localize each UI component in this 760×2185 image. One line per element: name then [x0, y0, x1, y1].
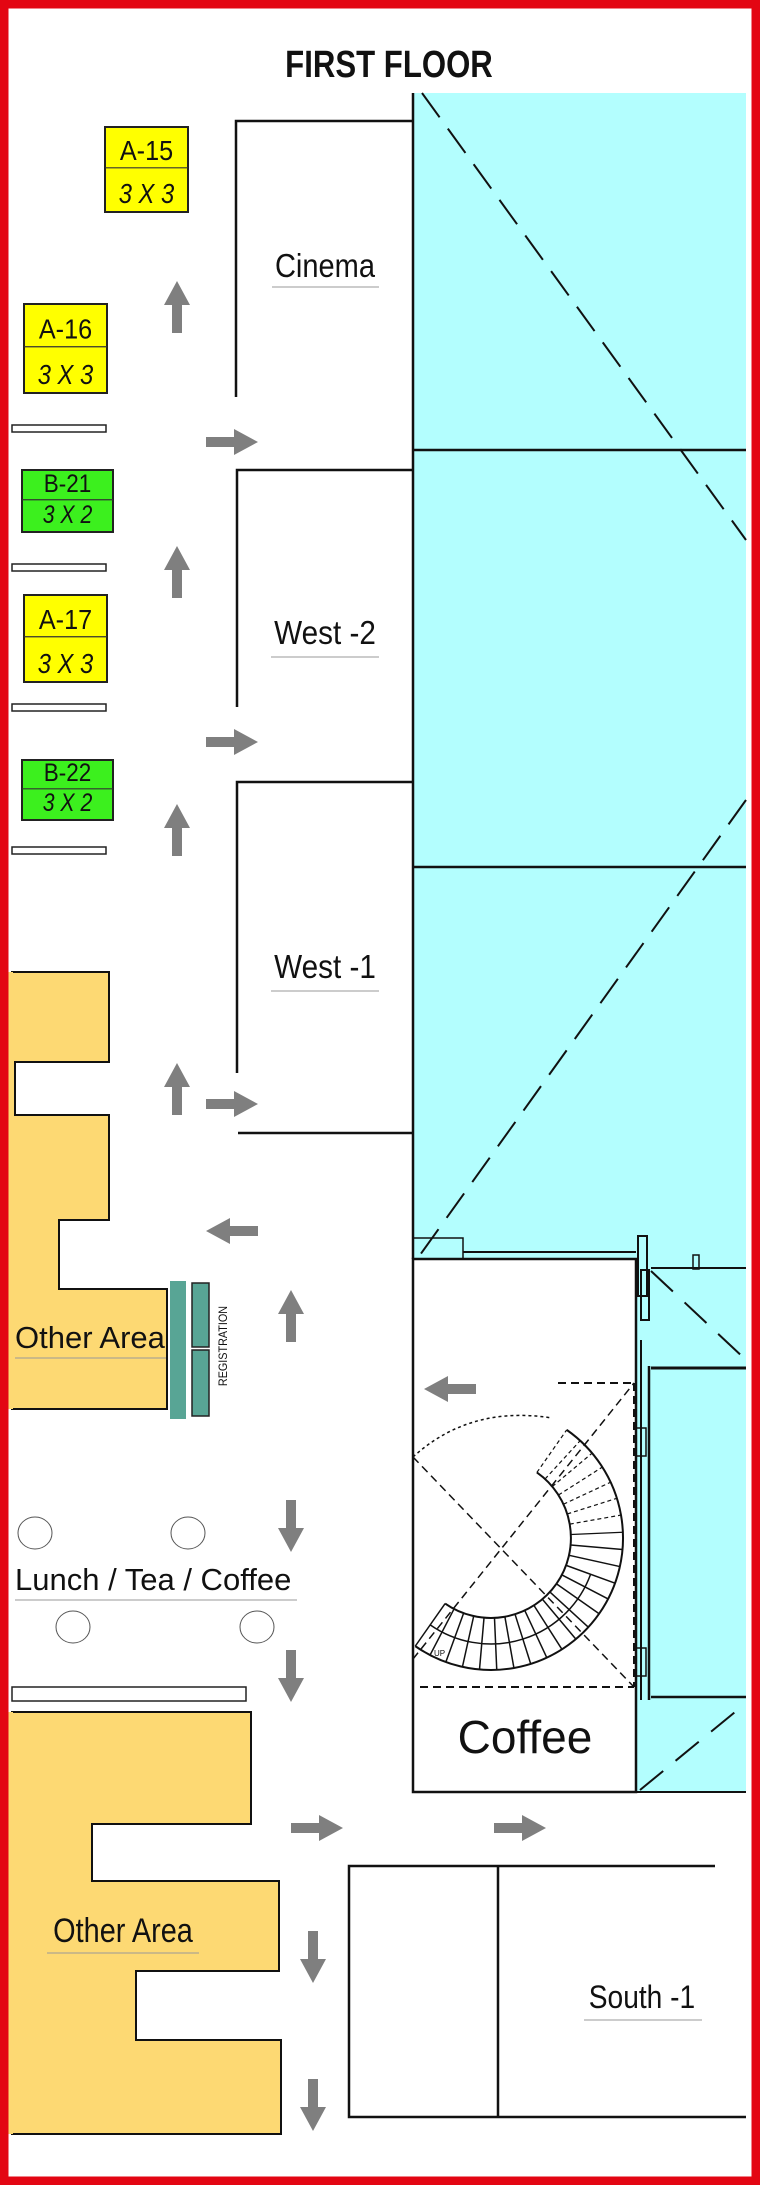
- booth-size: 3 X 3: [119, 177, 175, 209]
- atrium-area-lower: [636, 1259, 746, 1792]
- registration-label: REGISTRATION: [218, 1306, 231, 1386]
- booth-size: 3 X 2: [43, 788, 93, 816]
- booth-size: 3 X 3: [38, 358, 94, 390]
- booth-a-17: A-17 3 X 3: [23, 594, 108, 683]
- registration-desk: REGISTRATION: [170, 1281, 230, 1419]
- room-coffee: UP Coffee: [411, 1257, 638, 1794]
- other-area-2-label: Other Area: [53, 1911, 193, 1950]
- lunch-area-label: Lunch / Tea / Coffee: [15, 1562, 291, 1597]
- arrow-left-icon: [424, 1376, 476, 1402]
- booth-b-22: B-223 X 2: [21, 759, 114, 821]
- other-area-2: Other Area: [8, 1711, 282, 2135]
- arrow-down-icon: [278, 1500, 304, 1552]
- divider-bars: [11, 424, 247, 1702]
- page-title: FIRST FLOOR: [285, 44, 493, 86]
- booth-id: B-21: [44, 470, 91, 498]
- room-label-west-1: West -1: [274, 949, 376, 986]
- arrow-right-icon: [206, 729, 258, 755]
- stairs-up-label: UP: [434, 1649, 445, 1658]
- other-area-1: Other Area: [8, 971, 168, 1410]
- arrow-left-icon: [206, 1218, 258, 1244]
- spiral-staircase: [412, 1382, 635, 1688]
- arrow-up-icon: [164, 804, 190, 856]
- booth-id: A-15: [120, 135, 173, 167]
- room-label-south-1: South -1: [589, 1980, 695, 2015]
- arrow-right-icon: [206, 429, 258, 455]
- lunch-area: Lunch / Tea / Coffee: [15, 1516, 297, 1644]
- booth-a-16: A-16 3 X 3: [23, 303, 108, 394]
- booth-size: 3 X 3: [38, 647, 94, 679]
- arrow-down-icon: [300, 1931, 326, 1983]
- room-cinema: Cinema: [234, 119, 413, 397]
- arrow-down-icon: [300, 2079, 326, 2131]
- booth-id: B-22: [44, 759, 91, 787]
- booth-a-15: A-15 3 X 3: [104, 126, 189, 213]
- arrow-up-icon: [164, 281, 190, 333]
- table-circles: [17, 1516, 275, 1644]
- atrium-area-upper: [413, 93, 746, 1259]
- direction-arrows: [164, 281, 546, 2131]
- arrow-right-icon: [206, 1091, 258, 1117]
- arrow-down-icon: [278, 1650, 304, 1702]
- room-west-2: West -2: [235, 468, 413, 707]
- room-label-coffee: Coffee: [458, 1711, 593, 1763]
- arrow-up-icon: [278, 1290, 304, 1342]
- room-south-1: [347, 1864, 746, 2119]
- booth-id: A-16: [39, 313, 92, 345]
- arrow-right-icon: [494, 1815, 546, 1841]
- arrow-up-icon: [164, 546, 190, 598]
- atrium-lines: [411, 92, 747, 1793]
- booth-id: A-17: [39, 604, 92, 636]
- booth-list: A-153 X 3A-163 X 3B-213 X 2A-173 X 3B-22…: [21, 126, 189, 821]
- arrow-right-icon: [291, 1815, 343, 1841]
- arrow-up-icon: [164, 1063, 190, 1115]
- booth-size: 3 X 2: [43, 500, 93, 528]
- booth-b-21: B-213 X 2: [21, 469, 114, 533]
- other-area-1-label: Other Area: [15, 1320, 166, 1355]
- room-west-1: West -1: [235, 780, 413, 1135]
- room-label-cinema: Cinema: [275, 247, 376, 284]
- room-label-west-2: West -2: [274, 615, 376, 652]
